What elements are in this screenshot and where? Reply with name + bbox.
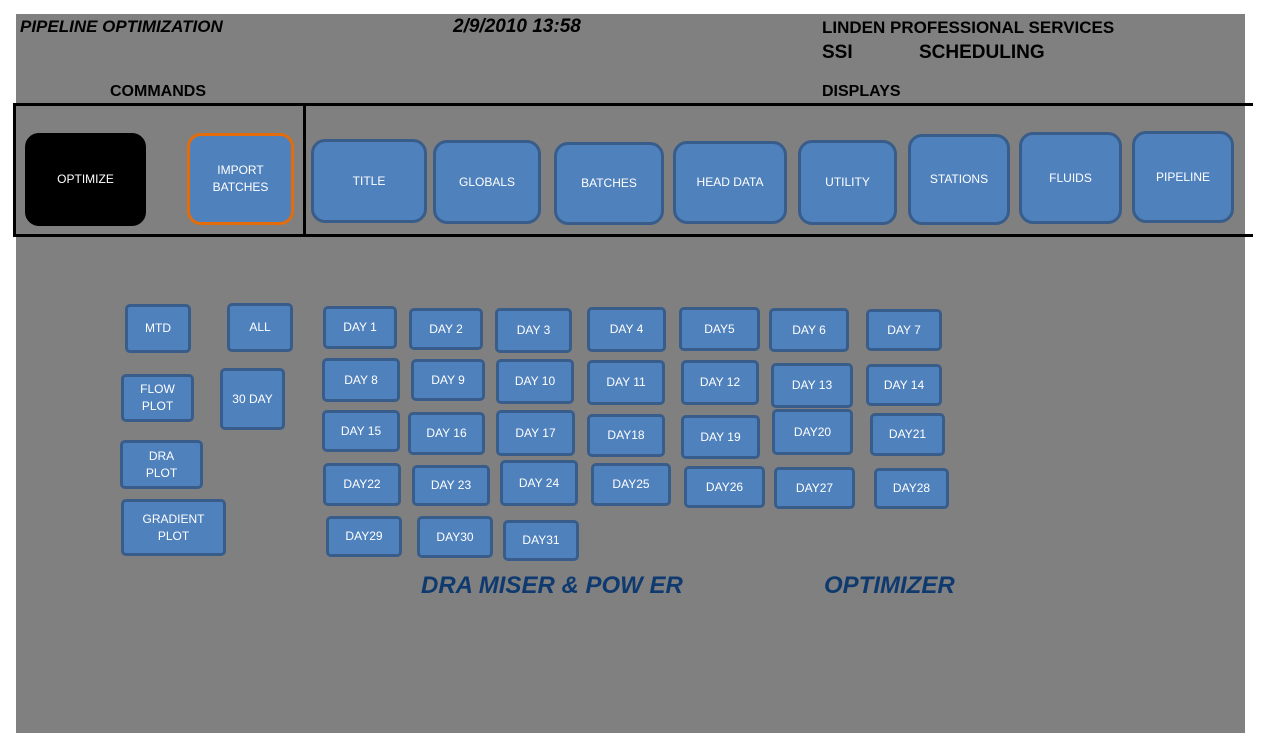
pipeline-display-button[interactable]: PIPELINE — [1132, 131, 1234, 223]
day-7-button[interactable]: DAY 7 — [866, 309, 942, 351]
dra-plot-button[interactable]: DRA PLOT — [120, 440, 203, 489]
mtd-button[interactable]: MTD — [125, 304, 191, 353]
optimize-button[interactable]: OPTIMIZE — [25, 133, 146, 226]
day-8-button[interactable]: DAY 8 — [322, 358, 400, 402]
day-11-button[interactable]: DAY 11 — [587, 360, 665, 405]
day-22-button[interactable]: DAY22 — [323, 463, 401, 506]
day-5-button[interactable]: DAY5 — [679, 307, 760, 351]
datetime: 2/9/2010 13:58 — [453, 16, 581, 37]
day-14-button[interactable]: DAY 14 — [866, 364, 942, 406]
day-26-button[interactable]: DAY26 — [684, 466, 765, 508]
company-name: LINDEN PROFESSIONAL SERVICES — [822, 18, 1115, 37]
batches-display-button[interactable]: BATCHES — [554, 142, 664, 225]
day-12-button[interactable]: DAY 12 — [681, 360, 759, 405]
day-10-button[interactable]: DAY 10 — [496, 359, 574, 404]
day-30-button[interactable]: DAY30 — [417, 516, 493, 558]
day-2-button[interactable]: DAY 2 — [409, 308, 483, 350]
day-15-button[interactable]: DAY 15 — [322, 410, 400, 452]
all-button[interactable]: ALL — [227, 303, 293, 352]
title-display-button[interactable]: TITLE — [311, 139, 427, 223]
day-28-button[interactable]: DAY28 — [874, 468, 949, 509]
app-title: PIPELINE OPTIMIZATION — [20, 17, 223, 36]
day-9-button[interactable]: DAY 9 — [411, 359, 485, 401]
day-13-button[interactable]: DAY 13 — [771, 363, 853, 408]
day-18-button[interactable]: DAY18 — [587, 414, 665, 457]
import-batches-button[interactable]: IMPORT BATCHES — [187, 133, 294, 225]
day-24-button[interactable]: DAY 24 — [500, 460, 578, 506]
ssi-label: SSI — [822, 42, 853, 63]
day-20-button[interactable]: DAY20 — [772, 409, 853, 455]
utility-display-button[interactable]: UTILITY — [798, 140, 897, 225]
day-17-button[interactable]: DAY 17 — [496, 410, 575, 456]
day-27-button[interactable]: DAY27 — [774, 467, 855, 509]
stations-display-button[interactable]: STATIONS — [908, 134, 1010, 225]
globals-display-button[interactable]: GLOBALS — [433, 140, 541, 224]
day-16-button[interactable]: DAY 16 — [408, 412, 485, 455]
thirty-day-button[interactable]: 30 DAY — [220, 368, 285, 430]
optimizer-label: OPTIMIZER — [824, 572, 955, 599]
day-21-button[interactable]: DAY21 — [870, 413, 945, 456]
dra-miser-power-label: DRA MISER & POW ER — [421, 572, 683, 599]
day-6-button[interactable]: DAY 6 — [769, 308, 849, 352]
head-data-display-button[interactable]: HEAD DATA — [673, 141, 787, 224]
day-29-button[interactable]: DAY29 — [326, 516, 402, 557]
displays-panel — [303, 103, 1253, 237]
day-25-button[interactable]: DAY25 — [591, 463, 671, 506]
day-31-button[interactable]: DAY31 — [503, 520, 579, 561]
fluids-display-button[interactable]: FLUIDS — [1019, 132, 1122, 224]
day-23-button[interactable]: DAY 23 — [412, 465, 490, 506]
scheduling-label: SCHEDULING — [919, 42, 1045, 63]
flow-plot-button[interactable]: FLOW PLOT — [121, 374, 194, 422]
day-19-button[interactable]: DAY 19 — [681, 415, 760, 459]
displays-heading: DISPLAYS — [822, 83, 901, 100]
day-3-button[interactable]: DAY 3 — [495, 308, 572, 353]
commands-heading: COMMANDS — [110, 83, 206, 100]
day-1-button[interactable]: DAY 1 — [323, 306, 397, 349]
gradient-plot-button[interactable]: GRADIENT PLOT — [121, 499, 226, 556]
day-4-button[interactable]: DAY 4 — [587, 307, 666, 352]
